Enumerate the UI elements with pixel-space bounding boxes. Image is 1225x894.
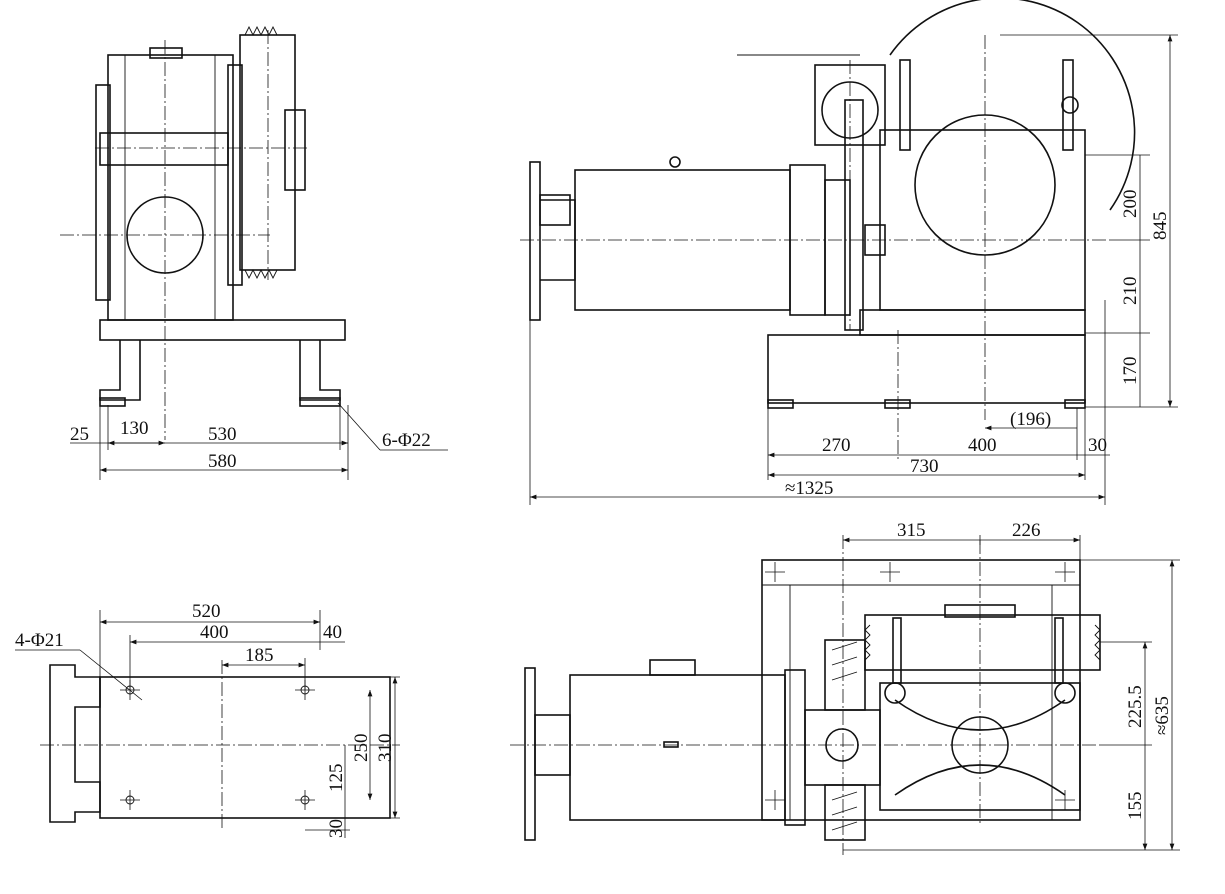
dim-400-base: 400	[200, 622, 229, 643]
dim-155: 155	[1125, 792, 1146, 821]
dim-200: 200	[1120, 190, 1141, 219]
top-view: 315 226 225.5 155 ≈635	[510, 520, 1180, 855]
worm-upper	[824, 639, 866, 711]
front-view: 200 210 170 845 (196) 270 400 30 730 ≈13…	[520, 0, 1178, 505]
dim-1325: ≈1325	[785, 478, 833, 499]
dim-196: (196)	[1010, 409, 1051, 430]
dim-400: 400	[968, 435, 997, 456]
dim-125: 125	[326, 764, 347, 793]
dim-25: 25	[70, 424, 89, 445]
base-plan: 520 400 185 40 4-Φ21 125 250 310 30	[15, 601, 400, 838]
base-plan-end-plate	[49, 664, 101, 823]
dim-225-5: 225.5	[1125, 685, 1146, 728]
dim-210: 210	[1120, 277, 1141, 306]
gearbox-body	[107, 54, 234, 321]
top-base	[761, 559, 1081, 821]
dim-185: 185	[245, 645, 274, 666]
dim-170: 170	[1120, 357, 1141, 386]
dim-635: ≈635	[1152, 696, 1173, 735]
dim-315: 315	[897, 520, 926, 541]
top-motor-flange	[524, 667, 536, 841]
brake-drum	[804, 709, 881, 786]
dim-30: 30	[1088, 435, 1107, 456]
dim-530: 530	[208, 424, 237, 445]
dim-4-phi21: 4-Φ21	[15, 630, 64, 651]
dim-226: 226	[1012, 520, 1041, 541]
dim-30-base: 30	[326, 819, 347, 838]
gearbox-housing	[879, 129, 1086, 311]
front-base	[767, 334, 1086, 404]
base-plan-frame	[99, 676, 391, 819]
dim-730: 730	[910, 456, 939, 477]
dim-6-phi22: 6-Φ22	[382, 430, 431, 451]
dim-40: 40	[323, 622, 342, 643]
dim-520: 520	[192, 601, 221, 622]
base-plate	[99, 319, 346, 341]
dim-580: 580	[208, 451, 237, 472]
dim-310: 310	[375, 734, 396, 763]
dim-130: 130	[120, 418, 149, 439]
traction-sheave	[239, 34, 296, 271]
dim-845: 845	[1150, 212, 1171, 241]
top-sheave	[864, 614, 1101, 671]
side-view: 25 130 530 580 6-Φ22	[60, 25, 448, 480]
motor-flange	[529, 161, 541, 321]
dim-270: 270	[822, 435, 851, 456]
worm-lower	[824, 784, 866, 841]
dim-250: 250	[351, 734, 372, 763]
